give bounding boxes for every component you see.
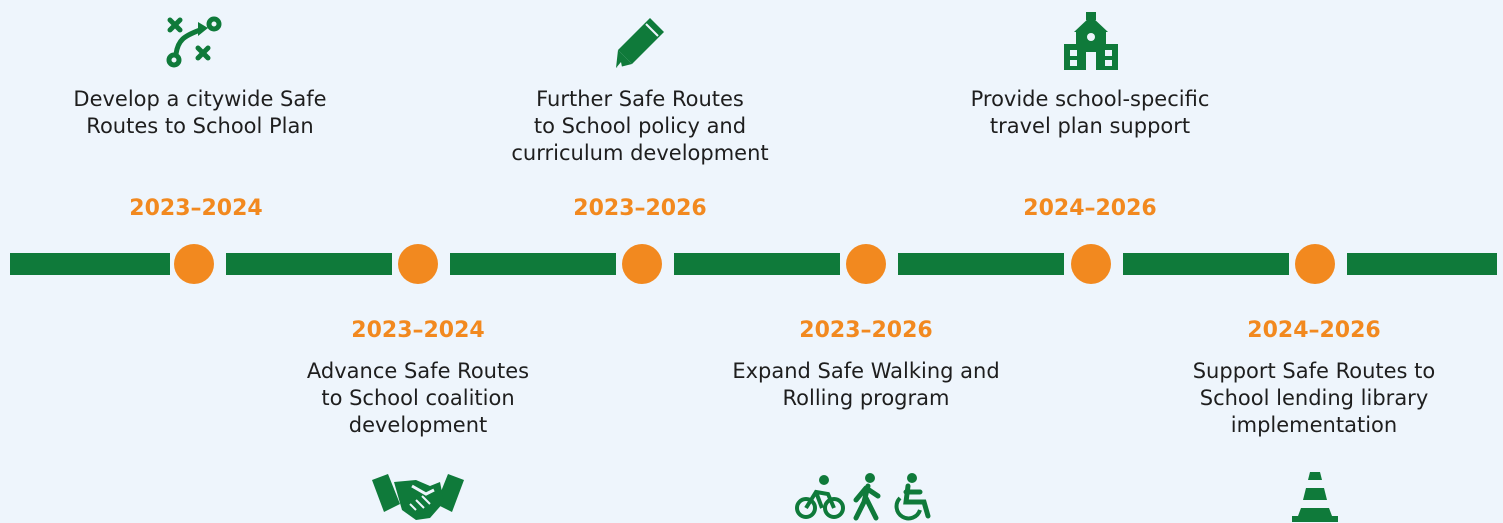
timeline-segment xyxy=(450,253,616,275)
milestone-2-years: 2023–2024 xyxy=(351,318,485,343)
milestone-1-years: 2023–2024 xyxy=(129,196,263,221)
pencil-icon xyxy=(616,18,664,68)
milestone-5-title: Provide school-specific travel plan supp… xyxy=(970,87,1210,138)
timeline-marker-3 xyxy=(622,244,662,284)
timeline-segment xyxy=(674,253,840,275)
milestone-4-years: 2023–2026 xyxy=(799,318,933,343)
bike-walk-wheelchair-icons xyxy=(795,473,931,521)
milestone-1-title: Develop a citywide Safe Routes to School… xyxy=(73,87,327,138)
timeline-segment xyxy=(1123,253,1289,275)
timeline-segment xyxy=(10,253,170,275)
milestone-2-title: Advance Safe Routes to School coalition … xyxy=(306,359,530,437)
milestone-5-years: 2024–2026 xyxy=(1023,196,1157,221)
milestone-3-years: 2023–2026 xyxy=(573,196,707,221)
traffic-cone-icon xyxy=(1292,472,1338,522)
timeline-segment xyxy=(898,253,1064,275)
milestone-4-title: Expand Safe Walking and Rolling program xyxy=(732,359,1000,410)
timeline-marker-4 xyxy=(846,244,886,284)
handshake-icon xyxy=(372,474,464,520)
timeline-segment xyxy=(226,253,392,275)
milestone-6-title: Support Safe Routes to School lending li… xyxy=(1192,359,1436,437)
timeline-marker-6 xyxy=(1295,244,1335,284)
timeline-track xyxy=(0,253,1503,275)
timeline-marker-5 xyxy=(1071,244,1111,284)
timeline-marker-2 xyxy=(398,244,438,284)
strategy-plan-icon xyxy=(166,16,222,68)
milestone-6-years: 2024–2026 xyxy=(1247,318,1381,343)
milestone-3-title: Further Safe Routes to School policy and… xyxy=(511,87,769,165)
timeline-marker-1 xyxy=(174,244,214,284)
schoolhouse-icon xyxy=(1064,12,1118,70)
timeline-segment xyxy=(1347,253,1497,275)
